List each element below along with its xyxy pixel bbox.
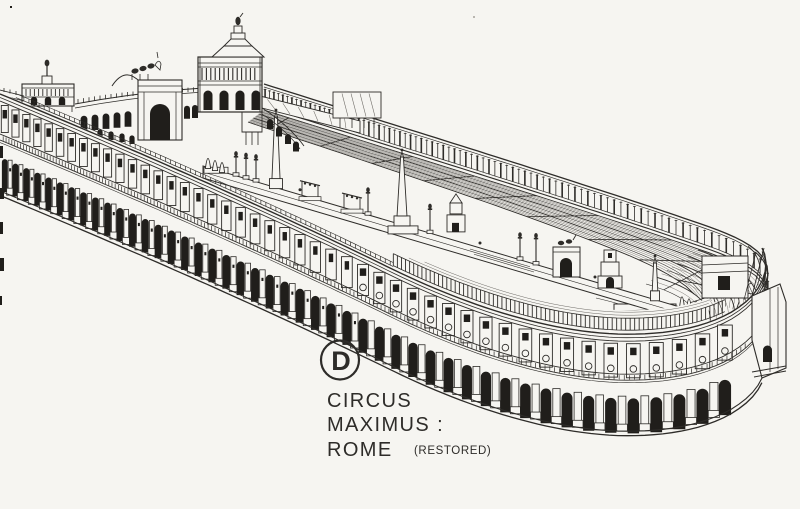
near-wall [0, 93, 767, 441]
marker-circle-icon [319, 339, 361, 381]
far-pavilion [332, 91, 382, 128]
caption-line-3-suffix: (RESTORED) [414, 445, 491, 457]
right-tower [197, 12, 266, 113]
spina [202, 108, 705, 326]
figure-marker-letter: D [331, 346, 351, 376]
porta-pompae-gate [111, 51, 183, 141]
print-artifacts [0, 6, 475, 305]
caption-line-2: MAXIMUS : [327, 414, 444, 436]
right-end-cap [743, 245, 787, 379]
caption-line-1: CIRCUS [327, 390, 412, 412]
drawing-layers [0, 6, 787, 441]
left-tower [21, 59, 75, 114]
figure-caption: D CIRCUS MAXIMUS : ROME (RESTORED) [319, 339, 491, 461]
caption-line-3: ROME [327, 439, 393, 461]
